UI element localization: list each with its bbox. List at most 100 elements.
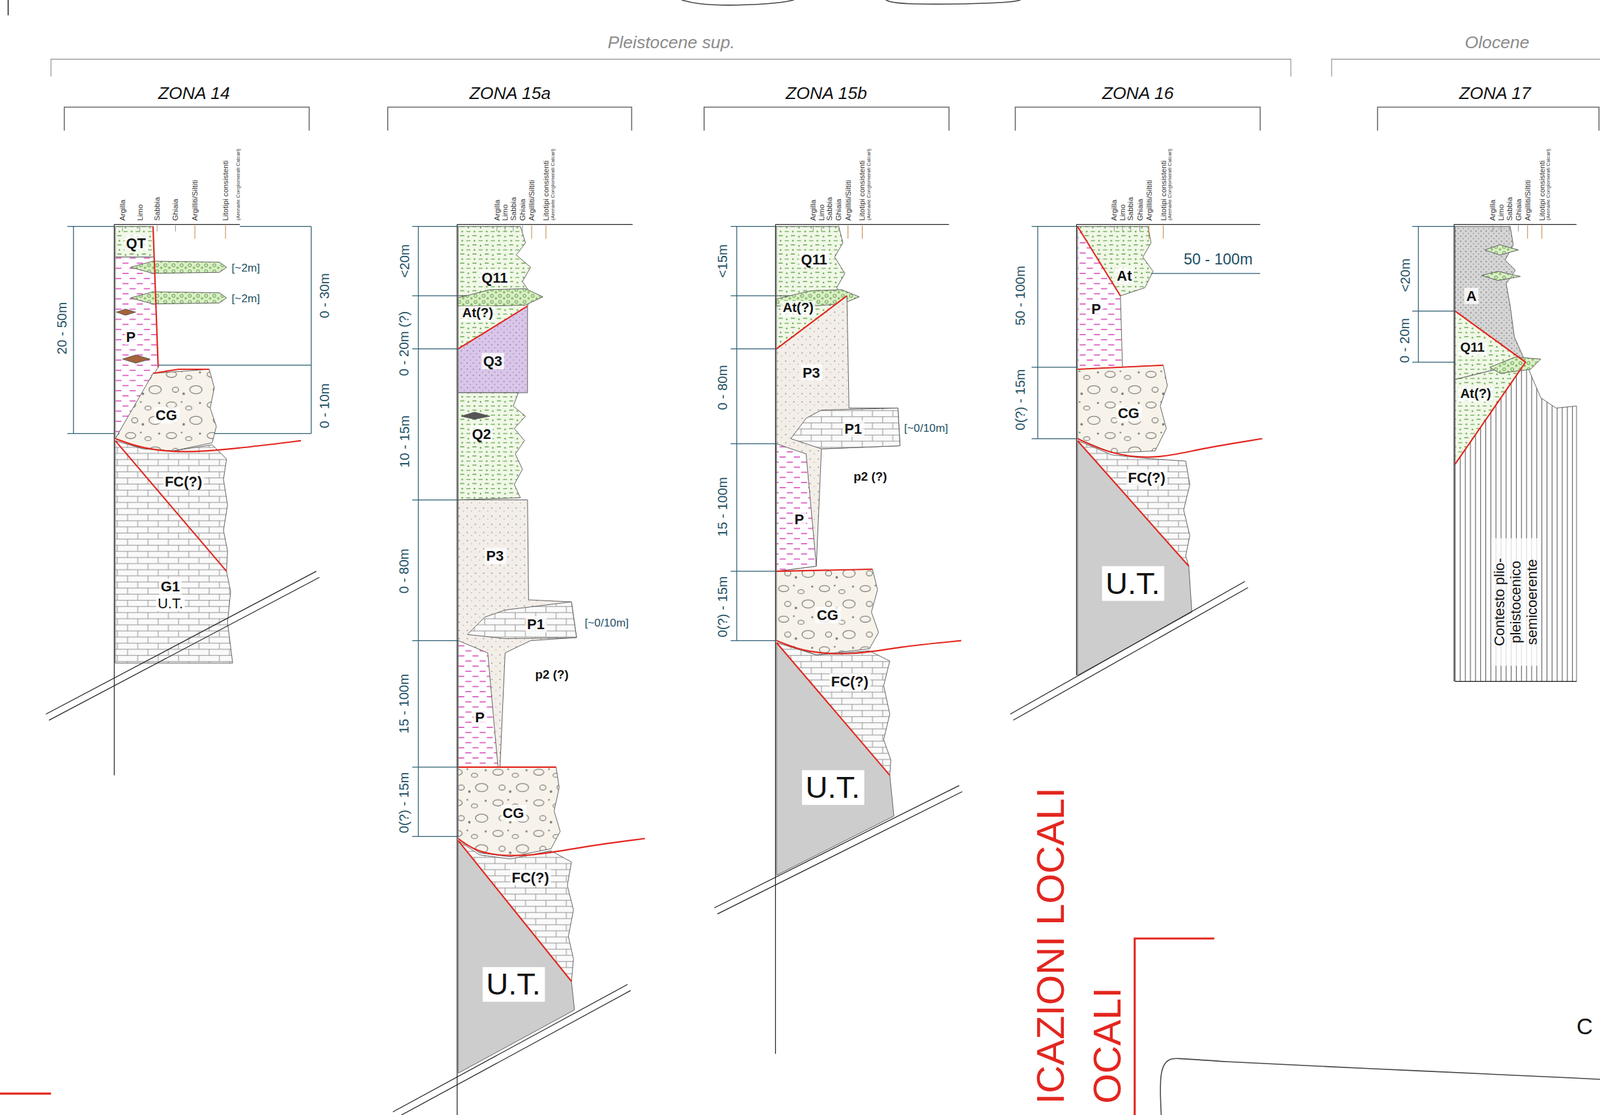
line bbox=[531, 225, 533, 239]
unit-code: G1 bbox=[158, 578, 183, 595]
line bbox=[820, 225, 822, 232]
line bbox=[704, 106, 950, 131]
grain-header: Argilliti/Siltiti bbox=[527, 179, 537, 221]
line bbox=[115, 441, 227, 572]
stratum-shape bbox=[457, 641, 498, 768]
line bbox=[1492, 225, 1494, 232]
line bbox=[48, 577, 320, 721]
stratum-unit: Contesto plio-pleistocenico semicoerente bbox=[1490, 538, 1541, 666]
unit-code: P1 bbox=[842, 420, 864, 437]
line bbox=[1331, 59, 1600, 77]
grain-header: Limo bbox=[500, 203, 510, 221]
line bbox=[72, 226, 74, 434]
grain-header: Sabbia bbox=[824, 196, 834, 221]
line bbox=[175, 225, 176, 232]
line bbox=[1010, 581, 1245, 715]
line bbox=[1412, 361, 1456, 363]
line bbox=[1418, 226, 1419, 363]
grain-header: Limo bbox=[135, 203, 145, 221]
line bbox=[776, 641, 962, 655]
stratum-shape bbox=[457, 226, 531, 297]
line bbox=[1517, 225, 1519, 232]
line bbox=[225, 225, 227, 239]
grain-header: (Arenarie Conglomerati Calcari) bbox=[1166, 148, 1172, 221]
stratum-shape bbox=[1077, 226, 1123, 370]
unit-code: FC(?) bbox=[509, 869, 552, 886]
grain-header: Ghiaia bbox=[517, 198, 528, 221]
unit-code: Q2 bbox=[469, 425, 494, 442]
unit-code: U.T. bbox=[1101, 566, 1165, 602]
thickness-range: <15m bbox=[714, 244, 731, 279]
line bbox=[521, 225, 523, 232]
thickness-note: [~2m] bbox=[231, 260, 261, 275]
era-label: Pleistocene sup. bbox=[607, 32, 735, 54]
grain-header: Argilla bbox=[492, 199, 502, 221]
unit-code: U.T. bbox=[801, 770, 864, 806]
thickness-range: 50 - 100m bbox=[1012, 265, 1029, 326]
line bbox=[1162, 225, 1164, 239]
line bbox=[7, 0, 10, 15]
line bbox=[412, 348, 458, 350]
stratum-shape bbox=[1484, 244, 1519, 256]
section-letter: C bbox=[1576, 1014, 1593, 1042]
stratum-shape bbox=[457, 767, 561, 858]
stratum-shape bbox=[457, 841, 575, 1074]
stratum-shape bbox=[130, 291, 227, 305]
line bbox=[1541, 225, 1543, 239]
line bbox=[1139, 225, 1141, 232]
line bbox=[1527, 225, 1528, 239]
stratum-unit: Q11 bbox=[798, 250, 830, 270]
grain-header: Limo bbox=[1496, 203, 1506, 221]
line bbox=[1031, 366, 1078, 368]
grain-header: Ghiaia bbox=[833, 198, 843, 221]
grain-header: Sabbia bbox=[508, 196, 518, 221]
line bbox=[1013, 587, 1248, 721]
zone-title: ZONA 16 bbox=[1102, 83, 1174, 105]
thickness-range: 20 - 50m bbox=[53, 302, 70, 355]
line bbox=[457, 766, 556, 769]
line bbox=[1412, 310, 1456, 312]
stratum-shape bbox=[467, 601, 577, 639]
line bbox=[512, 225, 514, 232]
unit-code: P1 bbox=[525, 616, 547, 633]
grain-header: (Arenarie Conglomerati Calcari) bbox=[865, 148, 872, 221]
unit-code: At(?) bbox=[459, 306, 496, 322]
line bbox=[1377, 106, 1600, 131]
line bbox=[847, 225, 849, 239]
line bbox=[194, 225, 196, 239]
unit-code: U.T. bbox=[155, 594, 186, 612]
line bbox=[121, 225, 123, 232]
stratum-unit: Q2 bbox=[469, 424, 494, 444]
stratum-shape bbox=[1455, 311, 1577, 683]
line bbox=[392, 985, 628, 1113]
line bbox=[1031, 226, 1078, 227]
line bbox=[457, 306, 528, 350]
line bbox=[418, 226, 419, 838]
line bbox=[1455, 311, 1526, 465]
line bbox=[457, 841, 572, 982]
unit-code: P3 bbox=[800, 364, 823, 381]
grain-header: (Arenarie Conglomerati Calcari) bbox=[549, 148, 556, 221]
line bbox=[412, 836, 458, 838]
line bbox=[1454, 224, 1577, 225]
line bbox=[1077, 441, 1189, 567]
line bbox=[1077, 226, 1121, 297]
zone-title: ZONA 17 bbox=[1459, 83, 1531, 105]
stratum-unit: P3 bbox=[484, 547, 506, 567]
line bbox=[139, 225, 141, 232]
unit-code: At(?) bbox=[780, 300, 816, 316]
unit-code: P bbox=[792, 511, 806, 528]
thickness-note: [~0/10m] bbox=[585, 615, 630, 630]
unit-code: At(?) bbox=[1457, 386, 1494, 402]
line bbox=[776, 569, 873, 572]
grain-header: Argilliti/Siltiti bbox=[1523, 179, 1533, 221]
unit-code: FC(?) bbox=[1125, 469, 1168, 486]
era-label: Olocene bbox=[1464, 32, 1529, 54]
unit-code: QT bbox=[123, 234, 148, 251]
line bbox=[1114, 225, 1115, 232]
line bbox=[412, 295, 458, 297]
stratum-shape bbox=[1077, 365, 1168, 454]
stratum-unit: A bbox=[1464, 286, 1479, 306]
stratum-unit: CG bbox=[153, 405, 180, 425]
